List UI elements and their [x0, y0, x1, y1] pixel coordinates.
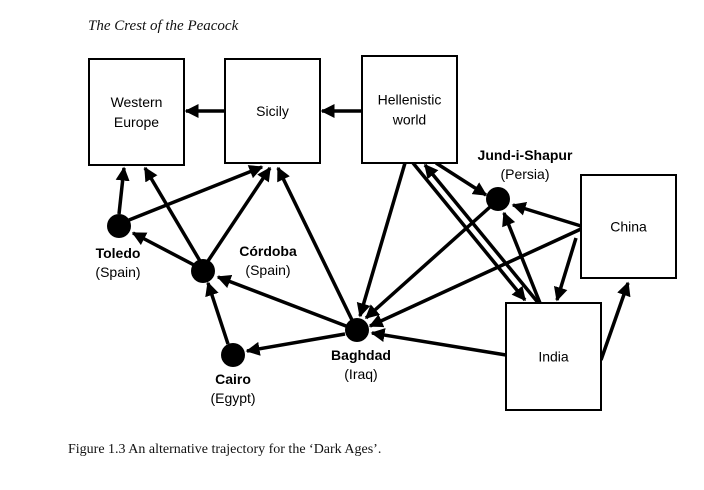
box-label: Sicily	[256, 103, 289, 119]
arrow-hellenistic-to-jund	[435, 161, 488, 197]
node-dot	[345, 318, 369, 342]
arrow-cordoba-to-sicily	[206, 166, 272, 262]
node-dot	[191, 259, 215, 283]
node-region: (Egypt)	[210, 390, 255, 406]
arrow-india-to-jund	[502, 211, 542, 304]
box-label: India	[538, 349, 569, 365]
arrow-toledo-to-western-europe	[115, 166, 130, 215]
box-frame	[580, 174, 677, 279]
node-name: Baghdad	[331, 347, 391, 363]
box-frame	[361, 55, 458, 164]
box-label: world	[392, 112, 426, 128]
arrow-baghdad-to-sicily	[276, 166, 354, 321]
arrow-india-to-baghdad	[370, 328, 507, 357]
node-name: Toledo	[96, 245, 141, 261]
box-china: China	[580, 174, 677, 279]
arrow-india-to-hellenistic	[423, 163, 542, 307]
box-india: India	[505, 302, 602, 411]
box-sicily: Sicily	[224, 58, 321, 164]
node-dot	[221, 343, 245, 367]
arrow-cordoba-to-toledo	[131, 231, 195, 267]
book-title-header: The Crest of the Peacock	[88, 18, 239, 34]
arrow-cairo-to-cordoba	[205, 281, 230, 345]
arrow-baghdad-to-cordoba	[216, 274, 347, 328]
arrow-baghdad-to-cairo	[245, 332, 346, 356]
node-baghdad: Baghdad (Iraq)	[331, 318, 391, 382]
box-label: Western	[111, 94, 163, 110]
node-jund: Jund-i-Shapur (Persia)	[478, 147, 573, 211]
box-frame	[505, 302, 602, 411]
box-label: China	[610, 219, 647, 235]
figure-caption: Figure 1.3 An alternative trajectory for…	[68, 442, 382, 457]
node-name: Córdoba	[239, 243, 297, 259]
node-name: Jund-i-Shapur	[478, 147, 573, 163]
box-hellenistic: Hellenistic world	[361, 55, 458, 164]
node-region: (Spain)	[95, 264, 140, 280]
box-label: Europe	[114, 114, 159, 130]
box-label: Hellenistic	[378, 92, 442, 108]
node-dot	[486, 187, 510, 211]
arrow-cordoba-to-western-europe	[143, 166, 202, 262]
arrow-india-to-china	[599, 281, 631, 361]
box-frame	[224, 58, 321, 164]
arrow-china-to-india	[553, 237, 578, 302]
node-region: (Spain)	[245, 262, 290, 278]
arrow-jund-to-baghdad	[364, 205, 492, 320]
node-name: Cairo	[215, 371, 251, 387]
arrow-china-to-jund	[511, 202, 582, 228]
node-cairo: Cairo (Egypt)	[210, 343, 256, 406]
node-region: (Persia)	[500, 166, 549, 182]
arrow-toledo-to-sicily	[128, 165, 264, 222]
arrow-hellenistic-to-baghdad	[356, 162, 407, 318]
arrow-hellenistic-to-india	[411, 161, 527, 302]
node-region: (Iraq)	[344, 366, 377, 382]
arrow-china-to-baghdad	[368, 227, 582, 328]
box-frame	[88, 58, 185, 166]
node-cordoba: Córdoba (Spain)	[191, 243, 297, 283]
node-dot	[107, 214, 131, 238]
node-toledo: Toledo (Spain)	[95, 214, 141, 280]
